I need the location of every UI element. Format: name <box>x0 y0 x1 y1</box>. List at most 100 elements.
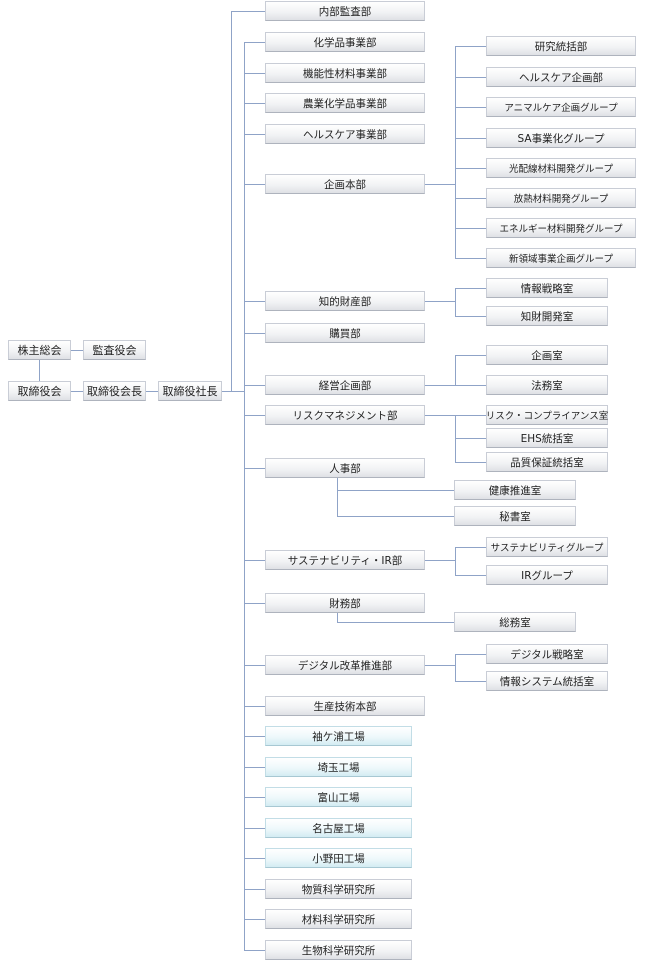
connector-line <box>337 613 338 623</box>
connector-line <box>455 107 486 108</box>
chairman-box: 取締役会長 <box>83 381 146 401</box>
connector-line <box>455 575 486 576</box>
board-box: 取締役会 <box>8 381 71 401</box>
sub-unit-box: SA事業化グループ <box>486 128 636 148</box>
connector-line <box>425 385 455 386</box>
connector-line <box>244 301 265 302</box>
connector-line <box>425 415 455 416</box>
sub-unit-box: 放熱材料開発グループ <box>486 188 636 208</box>
sub-unit-box: 知財開発室 <box>486 306 608 326</box>
factory-box: 富山工場 <box>265 787 412 807</box>
lab-box: 生物科学研究所 <box>265 940 412 960</box>
connector-line <box>244 560 265 561</box>
connector-line <box>244 385 265 386</box>
sub-unit-box: サステナビリティグループ <box>486 537 608 557</box>
connector-line <box>244 858 265 859</box>
connector-line <box>244 468 265 469</box>
connector-line <box>455 228 486 229</box>
dept-intellectual-property: 知的財産部 <box>265 291 425 311</box>
connector-line <box>455 288 486 289</box>
connector-line <box>244 103 265 104</box>
sub-unit-box: 情報システム統括室 <box>486 671 608 691</box>
connector-line <box>71 350 83 351</box>
dept-production-technology: 生産技術本部 <box>265 696 425 716</box>
connector-line <box>244 184 265 185</box>
connector-line <box>455 355 456 386</box>
connector-line <box>455 168 486 169</box>
dept-chemicals: 化学品事業部 <box>265 32 425 52</box>
connector-line <box>455 385 486 386</box>
sub-unit-box: 研究統括部 <box>486 36 636 56</box>
sub-unit-box: 品質保証統括室 <box>486 452 608 472</box>
connector-line <box>455 654 486 655</box>
connector-line <box>455 138 486 139</box>
sub-unit-box: デジタル戦略室 <box>486 644 608 664</box>
connector-line <box>455 258 486 259</box>
dept-functional-materials: 機能性材料事業部 <box>265 63 425 83</box>
sub-unit-box: 新領域事業企画グループ <box>486 248 636 268</box>
sub-unit-box: 総務室 <box>454 612 576 632</box>
dept-sustainability-ir: サステナビリティ・IR部 <box>265 550 425 570</box>
connector-line <box>71 391 83 392</box>
connector-line <box>244 73 265 74</box>
connector-line <box>244 333 265 334</box>
sub-unit-box: リスク・コンプライアンス室 <box>486 405 608 425</box>
factory-box: 袖ケ浦工場 <box>265 726 412 746</box>
connector-line <box>455 316 486 317</box>
connector-line <box>244 603 265 604</box>
dept-healthcare: ヘルスケア事業部 <box>265 124 425 144</box>
shareholders-meeting-box: 株主総会 <box>8 340 71 360</box>
connector-line <box>455 355 486 356</box>
connector-line <box>455 46 486 47</box>
connector-line <box>337 622 454 623</box>
connector-line <box>337 516 454 517</box>
sub-unit-box: 光配線材料開発グループ <box>486 158 636 178</box>
connector-line <box>425 301 455 302</box>
connector-line <box>337 490 454 491</box>
connector-line <box>146 391 158 392</box>
dept-finance: 財務部 <box>265 593 425 613</box>
sub-unit-box: 健康推進室 <box>454 480 576 500</box>
lab-box: 物質科学研究所 <box>265 879 412 899</box>
connector-line <box>244 736 265 737</box>
connector-line <box>455 547 486 548</box>
connector-line <box>425 184 455 185</box>
sub-unit-box: エネルギー材料開発グループ <box>486 218 636 238</box>
connector-line <box>231 391 245 392</box>
dept-internal-audit: 内部監査部 <box>265 1 425 21</box>
connector-line <box>425 665 455 666</box>
dept-digital-transformation: デジタル改革推進部 <box>265 655 425 675</box>
connector-line <box>455 415 456 463</box>
connector-line <box>455 681 486 682</box>
connector-line <box>244 134 265 135</box>
sub-unit-box: アニマルケア企画グループ <box>486 97 636 117</box>
connector-line <box>244 828 265 829</box>
connector-line <box>244 42 265 43</box>
factory-box: 埼玉工場 <box>265 757 412 777</box>
dept-planning-hq: 企画本部 <box>265 174 425 194</box>
connector-line <box>425 560 455 561</box>
connector-line <box>244 950 265 951</box>
connector-line <box>244 665 265 666</box>
sub-unit-box: ヘルスケア企画部 <box>486 67 636 87</box>
sub-unit-box: 情報戦略室 <box>486 278 608 298</box>
dept-corporate-planning: 経営企画部 <box>265 375 425 395</box>
connector-line <box>455 654 456 682</box>
factory-box: 名古屋工場 <box>265 818 412 838</box>
dept-agrochemicals: 農業化学品事業部 <box>265 93 425 113</box>
connector-line <box>231 11 265 12</box>
connector-line <box>39 359 40 381</box>
dept-risk-management: リスクマネジメント部 <box>265 405 425 425</box>
connector-line <box>455 77 486 78</box>
lab-box: 材料科学研究所 <box>265 909 412 929</box>
factory-box: 小野田工場 <box>265 848 412 868</box>
connector-line <box>455 198 486 199</box>
connector-line <box>455 46 456 259</box>
connector-line <box>455 288 456 317</box>
auditors-box: 監査役会 <box>83 340 146 360</box>
dept-human-resources: 人事部 <box>265 458 425 478</box>
connector-line <box>231 11 232 392</box>
connector-line <box>455 547 456 576</box>
sub-unit-box: 企画室 <box>486 345 608 365</box>
